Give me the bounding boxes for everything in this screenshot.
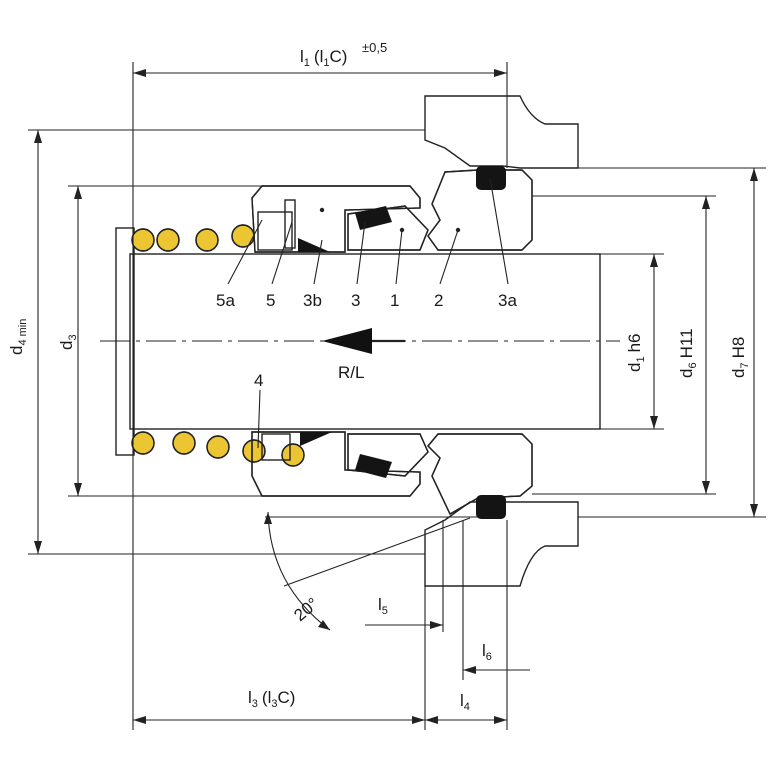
spring-housing-top — [257, 211, 293, 251]
l5-label: l5 — [378, 595, 388, 617]
spring-coil-hatch — [195, 228, 219, 252]
dimension-angle: 20° — [264, 511, 478, 631]
part-label: 2 — [434, 291, 443, 310]
l3-label: l3(l3C) — [248, 688, 295, 710]
o-ring-3a-top — [476, 166, 506, 190]
part-label: 1 — [390, 291, 399, 310]
seal-body-top-hatch — [251, 185, 421, 253]
rotation-arrowhead — [322, 328, 372, 354]
l4-label: l4 — [460, 691, 470, 713]
l1-tolerance: ±0,5 — [362, 40, 387, 55]
spring-coil-hatch — [172, 431, 196, 455]
stationary-seat — [427, 166, 533, 519]
spring-coil-hatch — [242, 439, 266, 463]
l1-label: l1(l1C) — [300, 47, 347, 69]
dimension-l1: l1(l1C) ±0,5 — [132, 40, 508, 730]
seal-face-bottom-hatch — [347, 433, 429, 477]
spring-coil-hatch — [131, 228, 155, 252]
dimension-d6: d6H11 — [532, 195, 716, 495]
dimension-d3: d3 — [57, 185, 262, 497]
part-label: 3 — [351, 291, 360, 310]
part-label: 4 — [254, 371, 263, 390]
l6-label: l6 — [482, 641, 492, 663]
spring-clip-top — [284, 199, 296, 249]
seal-face-top-hatch — [347, 205, 429, 251]
spring-coil-hatch — [281, 443, 305, 467]
d4-label: d4 min — [7, 319, 29, 355]
part-labels: 5a 5 3b 3 1 2 3a 4 — [216, 177, 517, 449]
housing-upper — [424, 95, 579, 169]
housing — [424, 95, 579, 587]
part-label: 3a — [498, 291, 517, 310]
spring-coil-hatch — [156, 228, 180, 252]
seal-body-top — [251, 185, 421, 253]
o-ring-3a-bottom — [476, 495, 506, 519]
dimension-d7: d7H8 — [578, 167, 766, 518]
part-label: 5a — [216, 291, 235, 310]
dimension-d4: d4 min — [7, 129, 425, 555]
spring-coil-hatch — [131, 431, 155, 455]
d6-label: d6H11 — [677, 328, 699, 378]
d7-label: d7H8 — [729, 337, 751, 378]
seal-body-bottom-hatch — [251, 431, 421, 497]
rotating-unit-top — [251, 185, 429, 253]
seat-top-hatch — [427, 169, 533, 251]
d1-label: d1h6 — [625, 333, 647, 372]
part-dot — [319, 207, 325, 213]
dimensions-bottom: l5 l6 l4 l3(l3C) — [133, 520, 530, 730]
rotating-unit-bottom — [251, 431, 429, 497]
o-ring-3-bottom — [355, 454, 392, 478]
part-label: 5 — [266, 291, 275, 310]
part-label: 3b — [303, 291, 322, 310]
wedge-3b-top — [298, 238, 330, 252]
dimension-d1: d1h6 — [600, 253, 664, 430]
rotation-label: R/L — [338, 363, 364, 382]
spring-coil-hatch — [206, 435, 230, 459]
wedge-3b-bottom — [300, 432, 332, 446]
d3-label: d3 — [57, 334, 79, 350]
spring-housing-bottom — [261, 433, 291, 461]
rotation-indicator: R/L — [322, 328, 405, 382]
housing-lower — [424, 501, 579, 587]
seal-body-bottom — [251, 431, 421, 497]
springs — [131, 224, 305, 467]
